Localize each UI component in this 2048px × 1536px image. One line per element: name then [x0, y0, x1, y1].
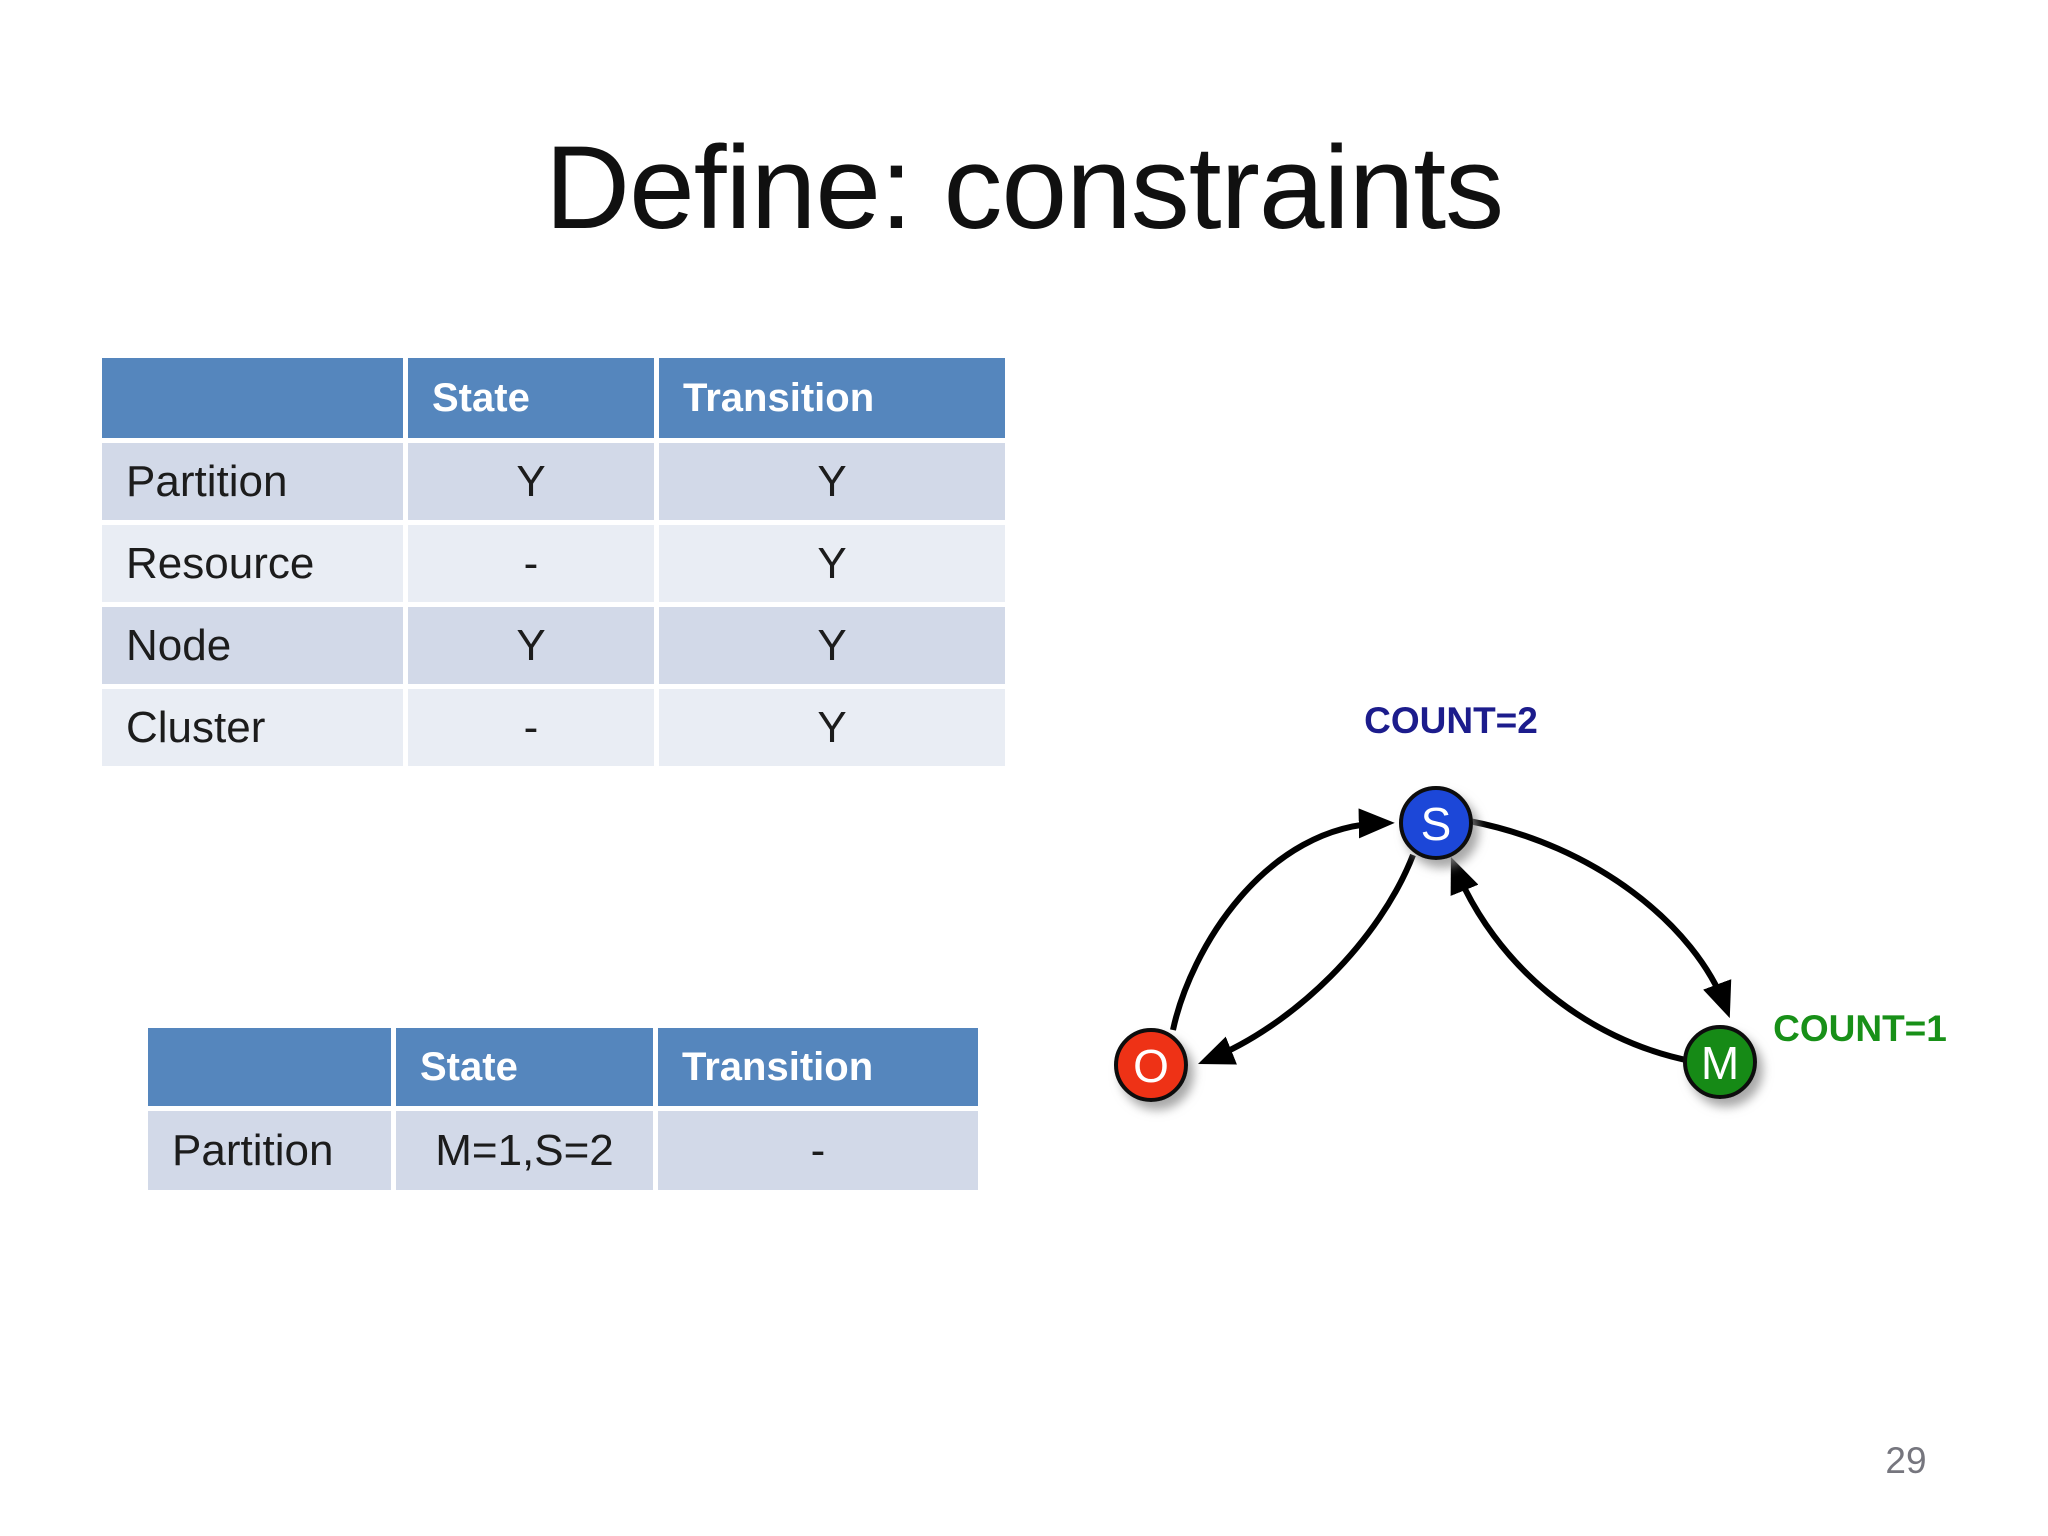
- column-header-state: State: [408, 358, 654, 438]
- row-label-partition: Partition: [102, 443, 403, 520]
- column-header-blank: [102, 358, 403, 438]
- constraint-table: State Transition Partition Y Y Resource …: [102, 358, 1005, 766]
- node-o: [1114, 1028, 1188, 1102]
- cell-cluster-state: -: [408, 689, 654, 766]
- cell-resource-state: -: [408, 525, 654, 602]
- column-header-transition: Transition: [659, 358, 1005, 438]
- row-label-node: Node: [102, 607, 403, 684]
- row-label-partition: Partition: [148, 1111, 391, 1190]
- node-m: [1683, 1025, 1757, 1099]
- count-2-label: COUNT=2: [1364, 700, 1538, 741]
- page-title: Define: constraints: [544, 122, 1504, 254]
- column-header-transition: Transition: [658, 1028, 978, 1106]
- edge-m-to-s: [1450, 857, 1692, 1064]
- column-header-blank: [148, 1028, 391, 1106]
- node-s-label: S: [1421, 798, 1452, 850]
- cell-partition-state: Y: [408, 443, 654, 520]
- node-o-label: O: [1133, 1040, 1169, 1092]
- cell-partition-state: M=1,S=2: [396, 1111, 653, 1190]
- row-label-cluster: Cluster: [102, 689, 403, 766]
- edge-s-to-o: [1197, 853, 1416, 1065]
- cell-partition-transition: -: [658, 1111, 978, 1190]
- cell-node-transition: Y: [659, 607, 1005, 684]
- count-1-label: COUNT=1: [1773, 1008, 1947, 1049]
- node-m-label: M: [1701, 1037, 1739, 1089]
- cell-cluster-transition: Y: [659, 689, 1005, 766]
- column-header-state: State: [396, 1028, 653, 1106]
- row-label-resource: Resource: [102, 525, 403, 602]
- edge-s-to-m: [1468, 818, 1732, 1019]
- cell-partition-transition: Y: [659, 443, 1005, 520]
- cell-node-state: Y: [408, 607, 654, 684]
- edge-o-to-s: [1170, 808, 1395, 1031]
- node-s: [1399, 786, 1473, 860]
- cell-resource-transition: Y: [659, 525, 1005, 602]
- value-table: State Transition Partition M=1,S=2 -: [148, 1028, 978, 1190]
- page-number: 29: [1885, 1440, 1927, 1481]
- state-diagram: S O M COUNT=2 COUNT=1: [1114, 700, 1947, 1102]
